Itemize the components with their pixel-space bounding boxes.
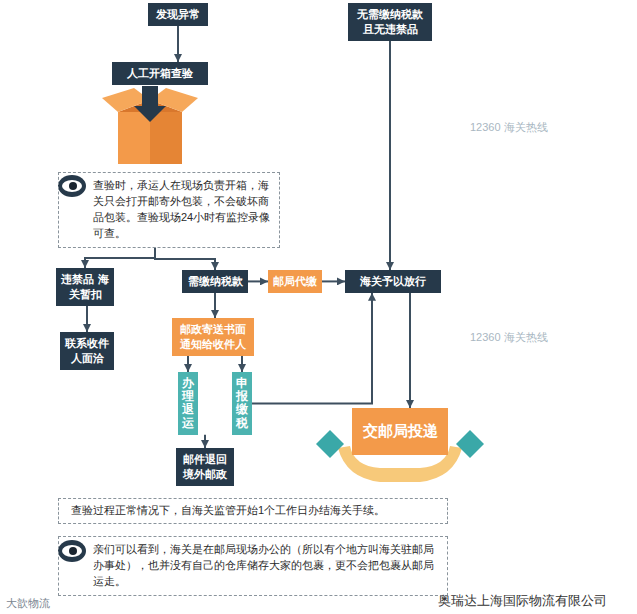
- flow-arrow: [187, 356, 189, 372]
- node-text: 邮局代缴: [273, 274, 317, 289]
- node-text: 无需缴纳税款且无违禁品: [353, 7, 427, 37]
- process-box: 联系收件人面洽: [60, 332, 114, 370]
- node-text: 人工开箱查验: [117, 66, 203, 81]
- callout-note: 亲们可以看到，海关是在邮局现场办公的（所以有个地方叫海关驻邮局办事处），也并没有…: [58, 536, 448, 596]
- node-text: 办理退运: [182, 377, 194, 430]
- node-text: 邮政寄送书面通知给收件人: [177, 322, 249, 352]
- flow-arrow: [322, 280, 345, 282]
- process-box: 违禁品 海关暂扣: [56, 268, 114, 306]
- node-text: 交邮局投递: [358, 422, 442, 441]
- company-watermark: 奥瑞达上海国际物流有限公司: [438, 592, 607, 610]
- process-box: 发现异常: [148, 3, 208, 26]
- node-text: 联系收件人面洽: [65, 336, 109, 366]
- vertical-box: 申报缴税: [232, 372, 252, 435]
- box-side: [150, 112, 182, 164]
- vertical-box: 办理退运: [178, 372, 198, 435]
- process-box: 无需缴纳税款且无违禁品: [348, 3, 432, 41]
- watermark: 12360 海关热线: [470, 120, 548, 135]
- parcel-illustration: [102, 86, 198, 164]
- node-text: 申报缴税: [236, 377, 248, 430]
- node-text: 海关予以放行: [350, 274, 436, 289]
- flow-arrow: [155, 248, 215, 270]
- node-text: 违禁品 海关暂扣: [61, 272, 109, 302]
- process-box: 海关予以放行: [345, 270, 441, 293]
- process-box: 邮件退回境外邮政: [176, 448, 234, 486]
- info-note: 查验过程正常情况下，自海关监管开始1个工作日办结海关手续。: [58, 498, 448, 524]
- flow-arrow: [241, 356, 243, 372]
- flow-arrow: [389, 41, 391, 270]
- flow-arrow: [177, 26, 179, 62]
- node-text: 查验时，承运人在现场负责开箱，海关只会打开邮寄外包装，不会破坏商品包装。查验现场…: [93, 178, 271, 242]
- node-text: 邮件退回境外邮政: [181, 452, 229, 482]
- flow-arrow: [204, 435, 206, 448]
- node-text: 需缴纳税款: [187, 274, 243, 289]
- flow-arrow: [85, 248, 155, 268]
- node-text: 亲们可以看到，海关是在邮局现场办公的（所以有个地方叫海关驻邮局办事处），也并没有…: [93, 542, 439, 590]
- eye-icon: [58, 540, 86, 562]
- process-box: 邮政寄送书面通知给收件人: [172, 318, 254, 356]
- teal-diamond: [316, 430, 344, 458]
- flow-arrow: [248, 280, 268, 282]
- delivery-box: 交邮局投递: [352, 408, 448, 455]
- teal-diamond: [456, 430, 484, 458]
- callout-note: 查验时，承运人在现场负责开箱，海关只会打开邮寄外包装，不会破坏商品包装。查验现场…: [58, 172, 280, 248]
- eye-icon: [58, 175, 86, 197]
- corner-watermark: 大歆物流: [6, 596, 50, 611]
- process-box: 需缴纳税款: [182, 270, 248, 293]
- process-box: 邮局代缴: [268, 270, 322, 293]
- process-box: 人工开箱查验: [112, 62, 208, 85]
- flow-arrow: [252, 293, 372, 404]
- down-arrow: [134, 86, 166, 122]
- node-text: 查验过程正常情况下，自海关监管开始1个工作日办结海关手续。: [71, 503, 439, 519]
- flow-arrow: [214, 293, 216, 318]
- watermark: 12360 海关热线: [470, 330, 548, 345]
- flow-arrow: [409, 293, 411, 408]
- flow-arrow: [86, 306, 88, 332]
- node-text: 发现异常: [153, 7, 203, 22]
